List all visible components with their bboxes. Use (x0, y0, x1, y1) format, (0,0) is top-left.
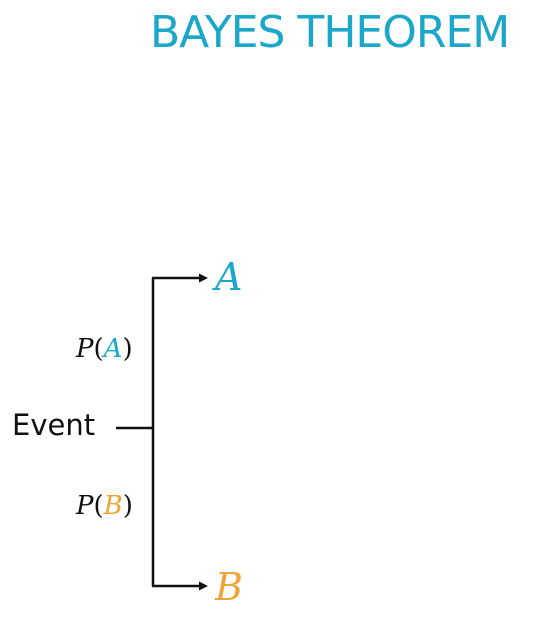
prob-function-b: P (76, 491, 94, 521)
open-paren-a: ( (93, 334, 104, 364)
branch-a-arrowhead (199, 273, 208, 283)
branch-b-arrowhead (199, 581, 208, 591)
event-label: Event (12, 408, 96, 442)
outcome-b-symbol: B (103, 491, 123, 521)
slide-title: BAYES THEOREM (150, 7, 510, 58)
outcome-node-a: A (215, 255, 243, 299)
outcome-node-b: B (215, 565, 243, 609)
prob-function-a: P (76, 334, 94, 364)
close-paren-a: ) (122, 334, 133, 364)
outcome-a-symbol: A (103, 334, 123, 364)
probability-a-label: P(A) (76, 334, 133, 364)
open-paren-b: ( (93, 491, 104, 521)
close-paren-b: ) (122, 491, 133, 521)
probability-b-label: P(B) (76, 491, 133, 521)
